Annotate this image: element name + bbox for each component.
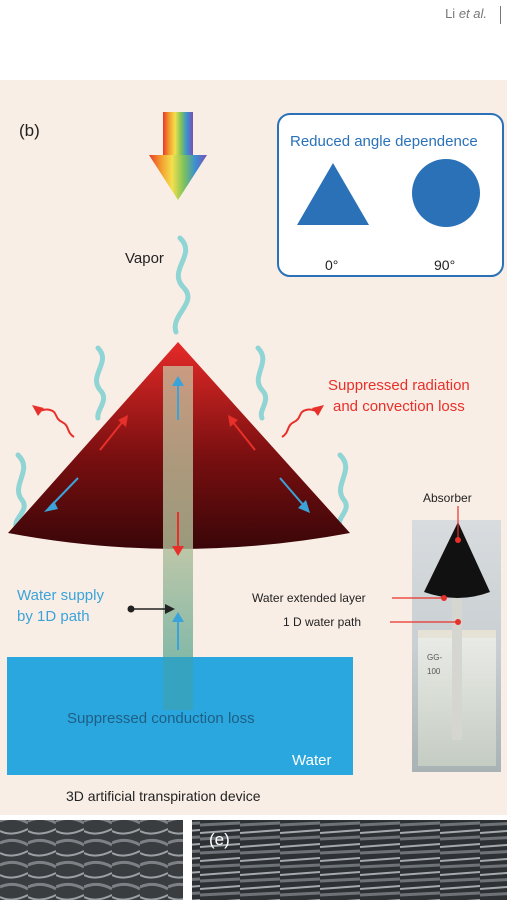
absorber-label: Absorber <box>423 491 472 505</box>
vapor-wisps <box>13 235 349 529</box>
angle-dependence-box: Reduced angle dependence 0° 90° <box>277 113 504 277</box>
radiation-text-line1: Suppressed radiation <box>328 377 470 394</box>
sem-image-e <box>192 820 507 900</box>
angle-90-label: 90° <box>434 257 455 273</box>
circle-90deg-icon <box>412 159 480 227</box>
sem-images-row: (e) <box>0 815 507 900</box>
submerged-stick <box>163 657 193 710</box>
figure-caption: 3D artificial transpiration device <box>66 788 261 804</box>
water-label: Water <box>292 752 331 769</box>
water-path-label: 1 D water path <box>283 615 361 629</box>
water-supply-line1: Water supply <box>17 587 104 604</box>
conduction-loss-text: Suppressed conduction loss <box>67 710 255 727</box>
device-photo: GG- 100 <box>412 520 501 772</box>
water-supply-line2: by 1D path <box>17 608 90 625</box>
svg-text:GG-: GG- <box>427 653 442 662</box>
radiation-arrows <box>32 405 324 438</box>
angle-0-label: 0° <box>325 257 338 273</box>
transpiration-diagram: (b) Vapor <box>7 112 504 804</box>
header-divider <box>500 6 501 24</box>
panel-label-b: (b) <box>19 121 40 140</box>
sunlight-arrow-icon <box>149 112 207 200</box>
triangle-0deg-icon <box>297 163 369 225</box>
flow-arrows <box>44 376 310 650</box>
page-header: Li et al. <box>0 0 507 80</box>
vapor-label: Vapor <box>125 250 164 267</box>
running-author: Li et al. <box>445 6 487 21</box>
sem-image-d <box>0 820 183 900</box>
extended-layer-label: Water extended layer <box>252 591 366 605</box>
angle-box-title: Reduced angle dependence <box>290 133 478 150</box>
svg-text:100: 100 <box>427 667 441 676</box>
pointer-arrow-icon <box>127 604 175 614</box>
radiation-text-line2: and convection loss <box>333 398 465 415</box>
figure-panel-b: (b) Vapor <box>0 80 507 815</box>
panel-label-e: (e) <box>209 830 230 849</box>
